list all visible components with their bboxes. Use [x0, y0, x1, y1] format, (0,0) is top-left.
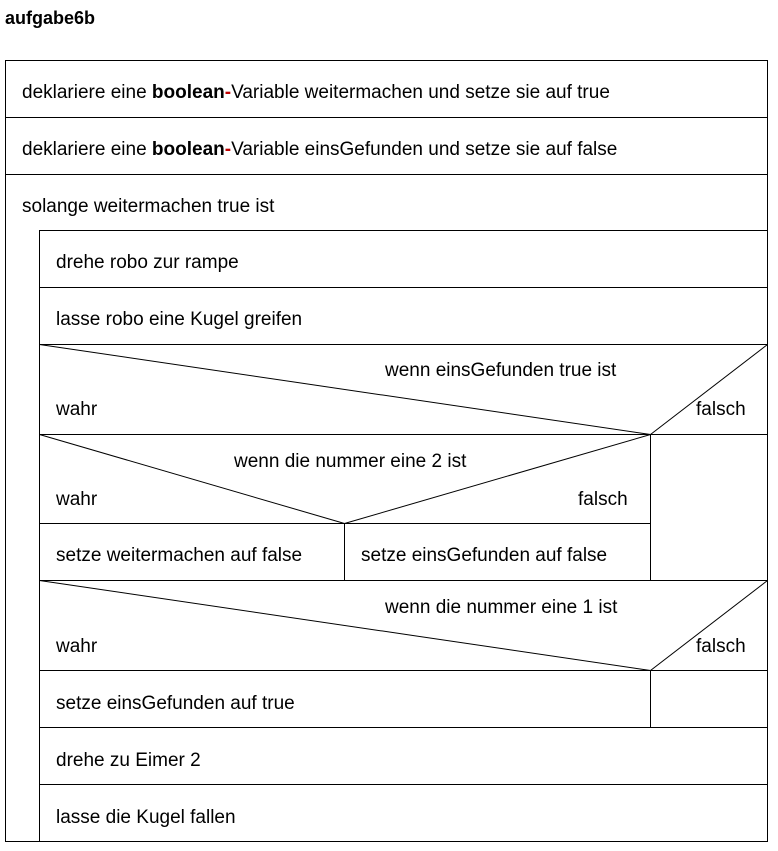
statement-set-found-true: setze einsGefunden auf true [56, 693, 295, 714]
statement-set-found-false: setze einsGefunden auf false [361, 545, 608, 566]
if1-diagonal-right [650, 344, 768, 435]
if2-condition: wenn die nummer eine 2 ist [234, 451, 467, 472]
statement-declare-einsgefunden: deklariere eine boolean-Variable einsGef… [22, 139, 617, 161]
statement-turn-ramp: drehe robo zur rampe [56, 252, 239, 273]
if3-false-label: falsch [696, 636, 746, 657]
if1-condition: wenn einsGefunden true ist [385, 360, 617, 381]
hyphen: - [224, 82, 232, 103]
if2-diagonal-left [39, 434, 345, 524]
statement-text: Variable einsGefunden und setze sie auf … [231, 139, 618, 160]
statement-text: deklariere eine [22, 82, 152, 103]
statement-text: deklariere eine [22, 139, 152, 160]
keyword-boolean: boolean [151, 82, 225, 103]
keyword-boolean: boolean [151, 139, 225, 160]
statement-grab-ball: lasse robo eine Kugel greifen [56, 309, 303, 330]
statement-declare-weitermachen: deklariere eine boolean-Variable weiterm… [22, 82, 610, 104]
hyphen: - [224, 139, 232, 160]
loop-body-frame [39, 230, 768, 842]
statement-set-stop: setze weitermachen auf false [56, 545, 303, 566]
if3-diagonal-left [39, 580, 651, 671]
statement-turn-bucket: drehe zu Eimer 2 [56, 750, 201, 771]
statement-text: Variable weitermachen und setze sie auf … [231, 82, 610, 103]
statement-drop-ball: lasse die Kugel fallen [56, 807, 236, 828]
if1-true-label: wahr [56, 399, 98, 420]
diagram-title: aufgabe6b [5, 8, 96, 28]
if3-true-label: wahr [56, 636, 98, 657]
if2-diagonal-right [344, 434, 651, 524]
if3-diagonal-right [650, 580, 768, 671]
if2-true-label: wahr [56, 489, 98, 510]
if2-false-label: falsch [578, 489, 628, 510]
if1-diagonal-left [39, 344, 651, 435]
if3-condition: wenn die nummer eine 1 ist [385, 597, 618, 618]
loop-header: solange weitermachen true ist [22, 196, 275, 217]
if1-false-label: falsch [696, 399, 746, 420]
